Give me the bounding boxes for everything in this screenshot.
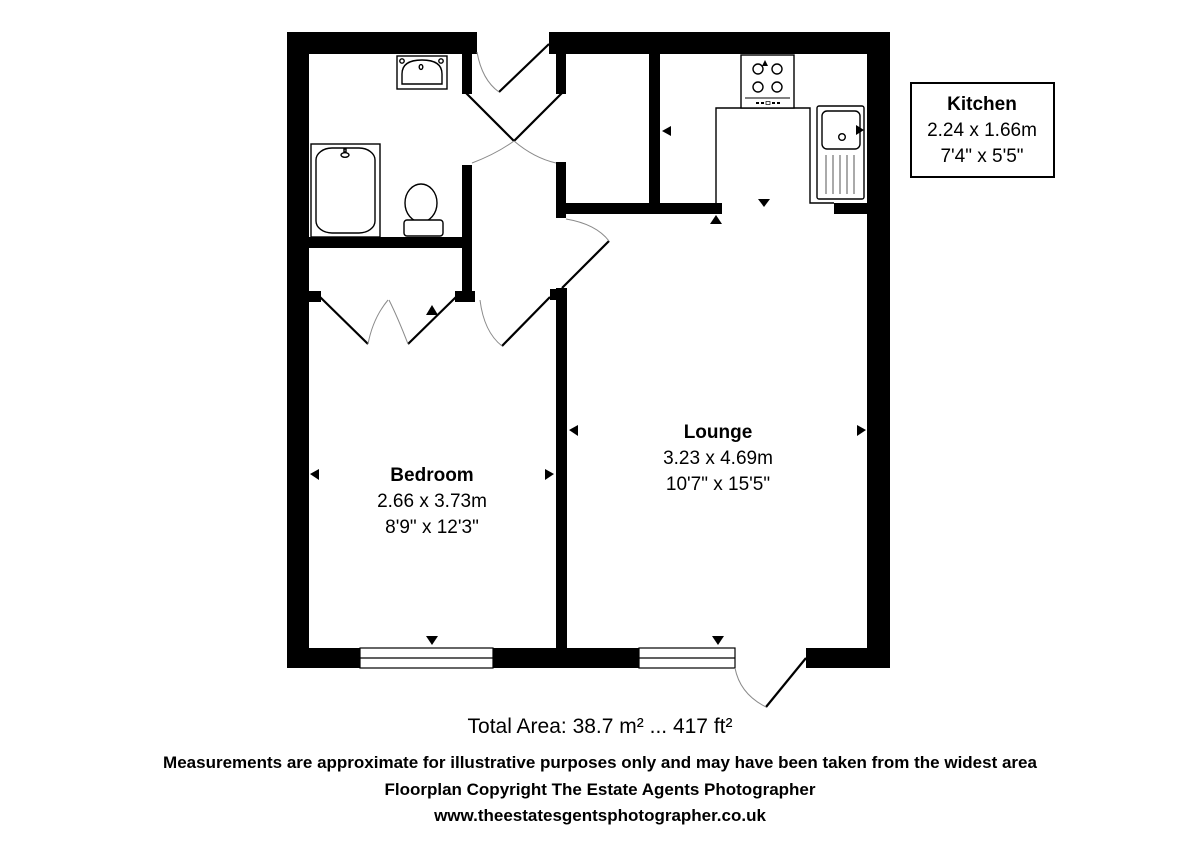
lounge-imperial: 10'7" x 15'5": [666, 474, 770, 495]
disclaimer: Measurements are approximate for illustr…: [163, 753, 1037, 772]
copyright-notice: Floorplan Copyright The Estate Agents Ph…: [384, 780, 816, 799]
kitchen-worktop: [715, 107, 834, 205]
outer-walls: [287, 32, 890, 668]
toilet-icon: [403, 183, 444, 237]
bedroom-name: Bedroom: [390, 465, 473, 486]
measurement-arrows: [310, 60, 866, 645]
hob-icon: [740, 54, 795, 109]
door-icon: [319, 43, 807, 708]
inner-walls: [309, 32, 868, 650]
sink-icon: [816, 105, 865, 200]
bedroom-label: Bedroom 2.66 x 3.73m 8'9" x 12'3": [377, 465, 487, 538]
window-icon: [359, 647, 494, 669]
lounge-name: Lounge: [684, 422, 753, 443]
window-icon: [638, 647, 736, 669]
kitchen-imperial: 7'4" x 5'5": [940, 146, 1023, 167]
kitchen-name: Kitchen: [947, 94, 1017, 115]
kitchen-label: Kitchen 2.24 x 1.66m 7'4" x 5'5": [910, 82, 1055, 178]
kitchen-metric: 2.24 x 1.66m: [927, 120, 1037, 141]
washbasin-icon: [396, 55, 448, 90]
lounge-metric: 3.23 x 4.69m: [663, 448, 773, 469]
bedroom-imperial: 8'9" x 12'3": [385, 517, 479, 538]
total-area: Total Area: 38.7 m² ... 417 ft²: [467, 715, 733, 738]
lounge-label: Lounge 3.23 x 4.69m 10'7" x 15'5": [663, 422, 773, 495]
bath-icon: [310, 143, 381, 238]
bedroom-metric: 2.66 x 3.73m: [377, 491, 487, 512]
website-link[interactable]: www.theestatesgentsphotographer.co.uk: [434, 806, 766, 825]
